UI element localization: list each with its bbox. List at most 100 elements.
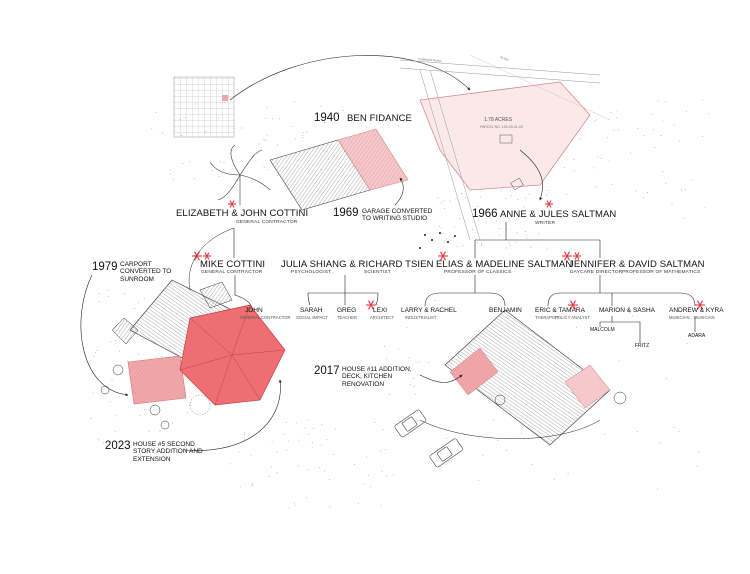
speckle-dot (497, 440, 499, 442)
arrow-1969 (394, 177, 404, 206)
speckle-dot (408, 357, 410, 359)
mike-cottini-role: GENERAL CONTRACTOR (201, 270, 263, 275)
speckle-dot (595, 119, 597, 121)
speckle-dot (525, 197, 527, 199)
speckle-dot (617, 129, 619, 131)
family-tree-lines (233, 222, 696, 343)
marion-sasha-name: MARION & SASHA (599, 307, 655, 314)
speckle-dot (211, 170, 213, 172)
speckle-dot (595, 186, 597, 188)
speckle-dot (567, 473, 569, 475)
speckle-dot (244, 432, 246, 434)
speckle-dot (441, 227, 442, 229)
speckle-dot (169, 169, 171, 171)
speckle-dot (268, 169, 270, 171)
speckle-dot (380, 450, 382, 452)
event-2023-text: HOUSE #5 SECOND STORY ADDITION AND EXTEN… (133, 441, 203, 463)
speckle-dot (398, 114, 399, 116)
speckle-dot (632, 315, 634, 317)
event-1966-role: WRITER (535, 221, 556, 226)
speckle-dot (182, 163, 183, 164)
julia-role: PSYCHOLOGIST (291, 270, 332, 275)
speckle-dot (506, 247, 507, 249)
cottini-couple-role: GENERAL CONTRACTOR (236, 220, 298, 225)
speckle-dot (137, 302, 139, 304)
speckle-dot (302, 132, 304, 134)
speckle-dot (477, 219, 479, 221)
timeline-arc-1979 (80, 274, 129, 397)
speckle-dot (618, 360, 620, 362)
speckle-dot (143, 298, 145, 300)
speckle-dot (679, 140, 681, 142)
site-parcel-label: PARCEL NO. 100-09-01-00 (480, 125, 523, 129)
speckle-dot (239, 486, 241, 488)
speckle-dot (140, 457, 142, 459)
speckle-dot (302, 137, 304, 138)
speckle-dot (600, 158, 602, 160)
speckle-dot (252, 484, 254, 486)
speckle-dot (389, 393, 391, 395)
speckle-dot (521, 432, 522, 434)
speckle-dot (111, 379, 113, 381)
speckle-dot (124, 293, 126, 295)
speckle-dot (516, 231, 518, 233)
speckle-dot (107, 289, 109, 291)
speckle-dot (369, 486, 371, 488)
speckle-dot (441, 202, 443, 204)
john-role: GENERAL CONTRACTOR (240, 315, 291, 320)
speckle-dot (139, 453, 141, 455)
speckle-dot (354, 463, 355, 465)
house-11-plan (444, 309, 611, 446)
speckle-dot (193, 178, 195, 180)
timeline-arc-lower-right (419, 419, 601, 439)
speckle-dot (606, 210, 608, 212)
speckle-dot (126, 447, 128, 449)
speckle-dot (646, 192, 648, 193)
speckle-dot (665, 378, 667, 380)
speckle-dot (493, 419, 495, 421)
speckle-dot (148, 430, 150, 432)
speckle-dot (606, 137, 608, 139)
speckle-dot (385, 358, 387, 360)
speckle-dot (576, 326, 578, 328)
fritz-name: FRITZ (635, 343, 650, 349)
speckle-dot (673, 427, 675, 429)
speckle-dot (445, 238, 447, 240)
speckle-dot (258, 143, 260, 145)
timeline-arc-2017 (419, 374, 463, 383)
speckle-dot (662, 120, 664, 122)
speckle-dot (704, 206, 706, 208)
speckle-dot (651, 113, 653, 115)
speckle-dot (329, 506, 331, 508)
site-area-label: 1.78 ACRES (484, 117, 513, 123)
speckle-dot (189, 161, 191, 163)
speckle-dot (265, 118, 267, 120)
speckle-dot (683, 217, 685, 219)
speckle-dot (363, 483, 365, 485)
speckle-dot (604, 433, 606, 435)
speckle-dot (92, 391, 94, 393)
speckle-dot (98, 293, 100, 295)
speckle-dot (229, 463, 231, 465)
speckle-dot (127, 360, 129, 362)
speckle-dot (159, 430, 161, 432)
larry-rachel-role: INDUSTRIALIST (405, 315, 437, 320)
speckle-dot (563, 167, 565, 169)
speckle-dot (380, 504, 382, 506)
speckle-dot (526, 237, 528, 239)
speckle-dot (538, 232, 540, 234)
speckle-dot (597, 156, 599, 158)
speckle-dot (517, 199, 519, 201)
speckle-dot (409, 366, 410, 368)
speckle-dot (434, 300, 436, 302)
speckle-dot (95, 352, 97, 354)
timeline-arc-top (229, 55, 471, 101)
speckle-dot (546, 248, 548, 250)
speckle-dot (385, 448, 386, 450)
speckle-dot (311, 442, 313, 444)
speckle-dot (324, 112, 326, 114)
speckle-dot (515, 241, 517, 243)
speckle-dot (678, 430, 680, 432)
speckle-dot (297, 465, 299, 467)
speckle-dot (509, 189, 511, 191)
